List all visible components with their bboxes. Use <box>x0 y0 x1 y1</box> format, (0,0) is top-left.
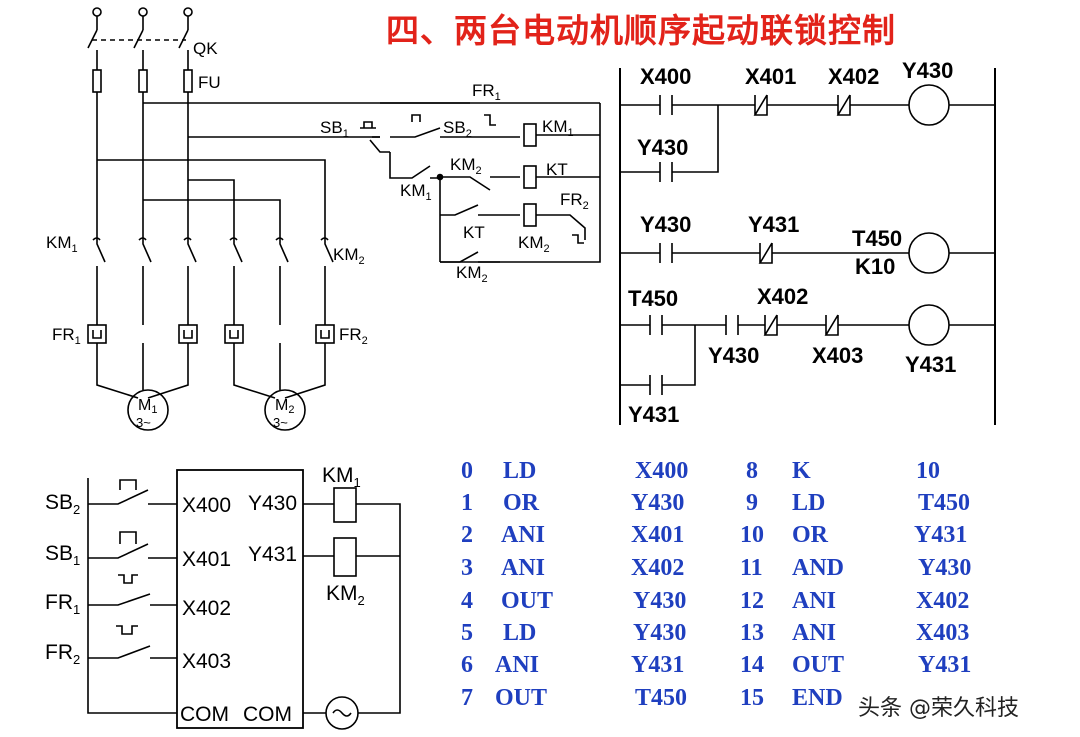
coil-t450-label: T450 <box>852 226 902 251</box>
contact-x400-label: X400 <box>640 64 691 89</box>
coil-y431-label: Y431 <box>905 352 956 377</box>
fr1-element-a <box>87 324 107 344</box>
terminal-x402: X402 <box>182 597 231 620</box>
km1-coil-label: KM1 <box>542 117 574 139</box>
page-title: 四、两台电动机顺序起动联锁控制 <box>386 11 896 50</box>
sb1-button <box>360 121 376 129</box>
km1-main-contacts <box>92 236 197 325</box>
terminal-x403: X403 <box>182 650 231 673</box>
motor-m1-phase: 3~ <box>136 415 151 430</box>
power-circuit: QK FU KM1 KM2 <box>46 7 600 431</box>
ac-source <box>325 696 359 730</box>
watermark: 头条 @荣久科技 <box>858 696 1019 721</box>
fr2-element-b <box>315 324 335 344</box>
coil-y430-label: Y430 <box>902 58 953 83</box>
km1-aux-label: KM1 <box>400 181 432 203</box>
contact-x402-r3-label: X402 <box>757 284 808 309</box>
kt-contact-label: KT <box>463 223 485 242</box>
svg-text:SB1: SB1 <box>45 542 80 568</box>
contact-y431-label: Y431 <box>748 212 799 237</box>
km1-output-coil <box>333 487 357 523</box>
timer-preset-label: K10 <box>855 254 895 279</box>
fuse-2 <box>138 69 148 93</box>
svg-text:FR2: FR2 <box>45 641 80 667</box>
km2-output-coil <box>333 537 357 577</box>
motor-m2 <box>264 389 306 431</box>
km1-output-label: KM1 <box>322 464 361 490</box>
fr1-element-b <box>178 324 198 344</box>
km2-label-power: KM2 <box>333 245 365 267</box>
sb1-label-ctrl: SB1 <box>320 118 349 140</box>
coil-t450 <box>908 232 950 274</box>
fu-label: FU <box>198 73 221 92</box>
input-fr1: FR1 X402 <box>45 574 231 620</box>
km2-hold-label: KM2 <box>456 263 488 285</box>
motor-m1 <box>127 389 169 431</box>
coil-y431 <box>908 304 950 346</box>
svg-text:FR1: FR1 <box>45 591 80 617</box>
qk-label: QK <box>193 39 218 58</box>
fr1-thermal-symbol <box>484 114 496 126</box>
fuse-3 <box>183 69 193 93</box>
plc-box <box>176 469 304 729</box>
fr2-label-power: FR2 <box>339 325 368 347</box>
input-fr2: FR2 X403 <box>45 625 231 673</box>
km1-coil <box>523 123 537 147</box>
motor-m2-phase: 3~ <box>273 415 288 430</box>
terminal-x400: X400 <box>182 494 231 517</box>
km1-label-power: KM1 <box>46 233 78 255</box>
fr1-label-power: FR1 <box>52 325 81 347</box>
terminal-l2 <box>138 7 148 17</box>
motor-m1-name: M1 <box>138 397 157 416</box>
ac-wave-icon <box>332 709 352 717</box>
com-label-2: COM <box>243 703 292 726</box>
km2-main-contacts <box>229 236 334 325</box>
svg-text:SB2: SB2 <box>45 491 80 517</box>
qk-switch-blades <box>87 29 189 49</box>
contact-x402-label: X402 <box>828 64 879 89</box>
contact-x403-label: X403 <box>812 343 863 368</box>
terminal-l1 <box>92 7 102 17</box>
terminal-y430: Y430 <box>248 492 297 515</box>
fuse-1 <box>92 69 102 93</box>
fr1-label-ctrl: FR1 <box>472 81 501 103</box>
ladder-rung-1: X400 X401 X402 Y430 Y430 <box>620 58 995 182</box>
input-sb1: SB1 X401 <box>45 531 231 571</box>
ladder-rung-3: T450 Y430 X402 X403 Y431 Y431 <box>620 284 995 427</box>
input-sb2: SB2 X400 <box>45 479 231 517</box>
kt-coil <box>523 165 537 189</box>
motor-m2-name: M2 <box>275 397 294 416</box>
coil-y430 <box>908 84 950 126</box>
contact-t450-label: T450 <box>628 286 678 311</box>
plc-wiring: SB2 X400 SB1 X401 FR1 X402 FR2 X403 Y430… <box>45 464 401 730</box>
com-label-1: COM <box>180 703 229 726</box>
ladder-diagram: X400 X401 X402 Y430 Y430 Y430 Y431 T450 … <box>619 58 996 427</box>
control-circuit: FR1 SB1 SB2 KM1 KM1 KM2 KT KT KM2 FR2 <box>320 81 601 285</box>
km2-coil <box>523 203 537 227</box>
sb2-button <box>411 114 421 122</box>
kt-coil-label: KT <box>546 160 568 179</box>
fr2-element-a <box>224 324 244 344</box>
ladder-rung-2: Y430 Y431 T450 K10 <box>620 212 995 279</box>
contact-x401-label: X401 <box>745 64 796 89</box>
km2-coil-label: KM2 <box>518 233 550 255</box>
km2-output-label: KM2 <box>326 582 365 608</box>
contact-y430-hold-label: Y430 <box>637 135 688 160</box>
contact-y430-label: Y430 <box>640 212 691 237</box>
sb2-label-ctrl: SB2 <box>443 118 472 140</box>
fr2-label-ctrl: FR2 <box>560 190 589 212</box>
contact-y431-hold-label: Y431 <box>628 402 679 427</box>
terminal-y431: Y431 <box>248 543 297 566</box>
terminal-x401: X401 <box>182 548 231 571</box>
contact-y430-r3-label: Y430 <box>708 343 759 368</box>
terminal-l3 <box>183 7 193 17</box>
km2-nc-label: KM2 <box>450 155 482 177</box>
